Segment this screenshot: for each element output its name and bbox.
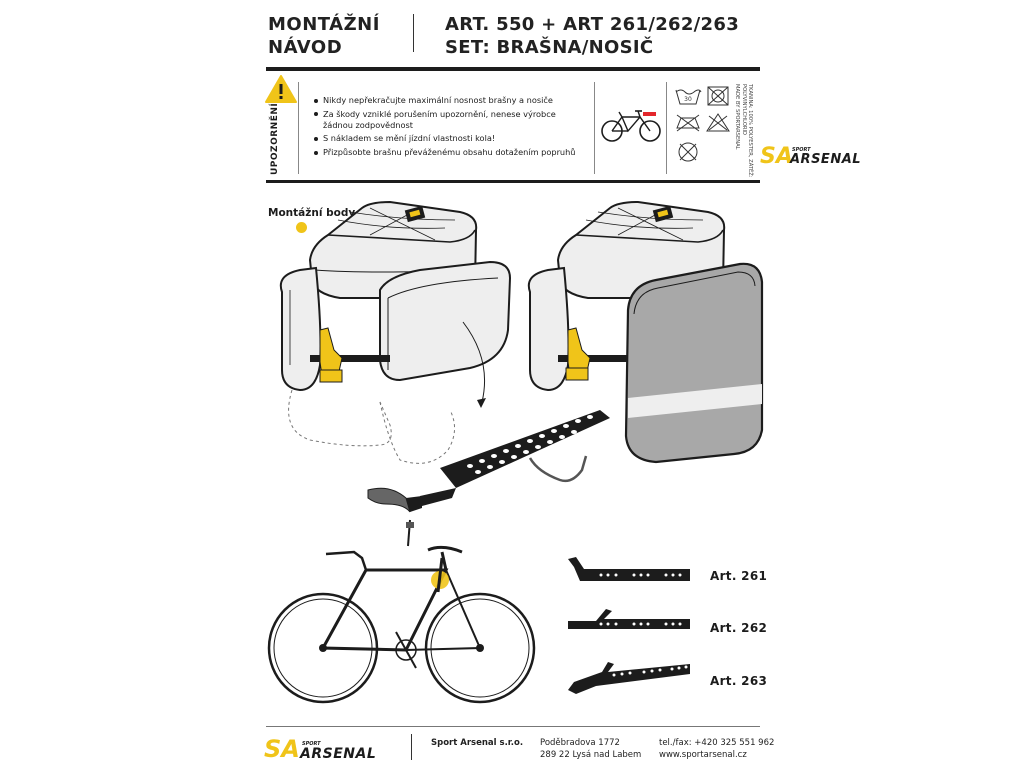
logo-brand: ARSENAL <box>299 746 376 762</box>
no-iron-icon <box>677 115 699 131</box>
warning-divider <box>298 82 299 174</box>
footer-address: Poděbradova 1772 289 22 Lysá nad Labem <box>540 737 641 761</box>
rack-label-261: Art. 261 <box>710 569 767 583</box>
title-line-2: NÁVOD <box>268 36 380 59</box>
bicycle-illustration <box>266 540 546 724</box>
warning-item: S nákladem se mění jízdní vlastnosti kol… <box>314 133 586 144</box>
no-tumble-dry-icon <box>708 87 728 105</box>
warning-list: Nikdy nepřekračujte maximální nosnost br… <box>314 95 586 161</box>
warning-label: UPOZORNĚNÍ <box>270 103 280 175</box>
footer-divider <box>411 734 412 760</box>
address-line: Poděbradova 1772 <box>540 737 641 749</box>
care-symbols: 30 <box>673 84 735 174</box>
header-rule <box>266 67 760 71</box>
care-text-line: MADE BY SPORTARSENAL <box>734 84 740 178</box>
divider-care <box>666 82 667 174</box>
rack-illustration <box>360 400 620 554</box>
rack-variant-261-icon <box>566 553 696 591</box>
bike-with-rack-icon <box>600 103 662 149</box>
footer-phone: tel./fax: +420 325 551 962 <box>659 737 774 749</box>
document-title: MONTÁŽNÍ NÁVOD <box>268 13 380 59</box>
no-dry-clean-icon <box>679 143 697 161</box>
wash-30-icon: 30 <box>676 90 701 104</box>
care-text: TKANINA: 100% POLYESTER, ZÁTĚŽ: POLYVINY… <box>734 84 753 178</box>
warning-item: Nikdy nepřekračujte maximální nosnost br… <box>314 95 586 106</box>
logo-mark: SA <box>760 144 793 169</box>
care-text-line: POLYVINYLCHLORID <box>740 84 746 178</box>
address-line: 289 22 Lysá nad Labem <box>540 749 641 761</box>
rack-label-263: Art. 263 <box>710 674 767 688</box>
warning-item: Za škody vzniklé porušením upozornění, n… <box>314 109 586 131</box>
rack-variant-263-icon <box>566 658 696 698</box>
footer-contact: tel./fax: +420 325 551 962 www.sportarse… <box>659 737 774 761</box>
rack-label-262: Art. 262 <box>710 621 767 635</box>
footer-web-link[interactable]: www.sportarsenal.cz <box>659 749 774 761</box>
svg-text:30: 30 <box>684 96 692 103</box>
logo-mark: SA <box>264 735 300 763</box>
logo-brand: ARSENAL <box>789 152 861 167</box>
care-text-line: TKANINA: 100% POLYESTER, ZÁTĚŽ: <box>747 84 753 178</box>
set-line: SET: BRAŠNA/NOSIČ <box>445 36 739 59</box>
divider-bike <box>594 82 595 174</box>
no-bleach-icon <box>707 114 729 131</box>
article-heading: ART. 550 + ART 261/262/263 SET: BRAŠNA/N… <box>445 13 739 59</box>
brand-logo: SA SPORT ARSENAL <box>758 139 884 175</box>
footer-brand-logo: SA SPORT ARSENAL <box>264 733 398 767</box>
rack-variant-262-icon <box>566 605 696 639</box>
title-divider <box>413 14 414 52</box>
footer-rule <box>266 726 760 727</box>
warning-item: Přizpůsobte brašnu převáženému obsahu do… <box>314 147 586 158</box>
warning-bottom-rule <box>266 180 760 183</box>
article-line: ART. 550 + ART 261/262/263 <box>445 13 739 36</box>
title-line-1: MONTÁŽNÍ <box>268 13 380 36</box>
footer-company: Sport Arsenal s.r.o. <box>431 737 523 749</box>
